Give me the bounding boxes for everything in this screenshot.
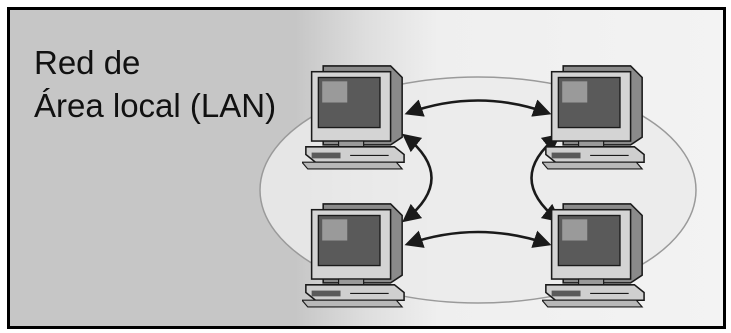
diagram-title-line-1: Red de (34, 44, 141, 81)
desktop-computer-icon (542, 203, 645, 308)
link-arrow-left (402, 133, 433, 223)
lan-diagram (10, 10, 723, 326)
desktop-computer-icon (302, 65, 405, 170)
lan-diagram-frame: Red de Área local (LAN) (7, 7, 726, 329)
diagram-title-line-2: Área local (LAN) (34, 87, 277, 124)
link-arrow-bottom (404, 230, 552, 248)
desktop-computer-icon (542, 65, 645, 170)
link-arrow-right (530, 133, 561, 223)
desktop-computer-icon (302, 203, 405, 308)
link-arrow-top (404, 99, 552, 117)
